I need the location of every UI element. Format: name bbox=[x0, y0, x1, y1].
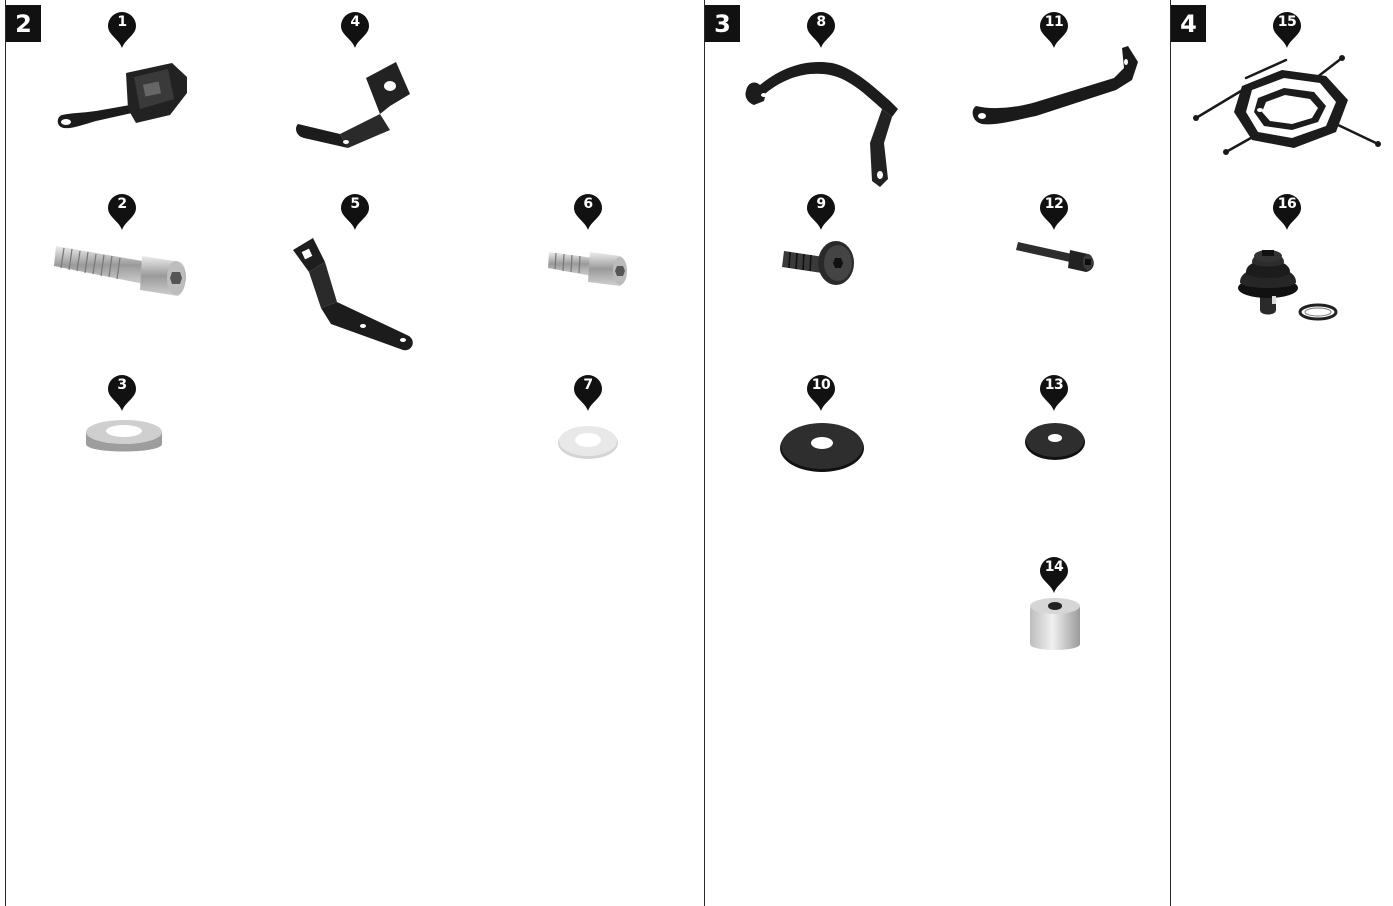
part-number: 5 bbox=[350, 196, 360, 212]
part-marker-15: 15 bbox=[1272, 11, 1302, 49]
part-marker-4: 4 bbox=[340, 11, 370, 49]
bracket-part-4 bbox=[296, 62, 410, 148]
part-marker-14: 14 bbox=[1039, 556, 1069, 594]
bracket-part-8 bbox=[745, 61, 898, 187]
spacer-part-14 bbox=[1030, 598, 1080, 650]
part-number: 2 bbox=[117, 196, 127, 212]
bolt-part-12 bbox=[1016, 242, 1094, 272]
bracket-part-1 bbox=[57, 63, 187, 129]
bracket-part-5 bbox=[293, 238, 413, 351]
part-marker-12: 12 bbox=[1039, 193, 1069, 231]
part-marker-8: 8 bbox=[806, 11, 836, 49]
part-number: 10 bbox=[811, 377, 831, 393]
part-marker-6: 6 bbox=[573, 193, 603, 231]
part-marker-9: 9 bbox=[806, 193, 836, 231]
step-badge-2: 2 bbox=[6, 5, 41, 42]
part-number: 14 bbox=[1044, 559, 1064, 575]
part-marker-11: 11 bbox=[1039, 11, 1069, 49]
washer-part-10 bbox=[780, 423, 864, 472]
part-number: 11 bbox=[1044, 14, 1064, 30]
part-number: 3 bbox=[117, 377, 127, 393]
bracket-part-11 bbox=[972, 46, 1138, 125]
frame-part-15 bbox=[1193, 55, 1381, 155]
part-number: 8 bbox=[816, 14, 826, 30]
section-divider-step4 bbox=[1170, 0, 1171, 906]
knob-part-16 bbox=[1238, 250, 1338, 321]
part-number: 6 bbox=[583, 196, 593, 212]
step-badge-4: 4 bbox=[1171, 5, 1206, 42]
bolt-part-6 bbox=[548, 252, 627, 286]
bolt-part-2 bbox=[54, 246, 186, 296]
step-badge-3: 3 bbox=[705, 5, 740, 42]
part-number: 12 bbox=[1044, 196, 1064, 212]
part-marker-7: 7 bbox=[573, 374, 603, 412]
part-number: 15 bbox=[1277, 14, 1297, 30]
section-divider-step3 bbox=[704, 0, 705, 906]
part-number: 9 bbox=[816, 196, 826, 212]
bolt-part-9 bbox=[782, 241, 854, 285]
section-divider-left bbox=[5, 0, 6, 906]
part-number: 1 bbox=[117, 14, 127, 30]
part-marker-13: 13 bbox=[1039, 374, 1069, 412]
washer-part-7 bbox=[558, 426, 618, 459]
part-marker-10: 10 bbox=[806, 374, 836, 412]
part-number: 7 bbox=[583, 377, 593, 393]
part-number: 4 bbox=[350, 14, 360, 30]
part-marker-16: 16 bbox=[1272, 193, 1302, 231]
spacer-ring-part-3 bbox=[86, 420, 162, 452]
part-marker-1: 1 bbox=[107, 11, 137, 49]
part-number: 16 bbox=[1277, 196, 1297, 212]
washer-part-13 bbox=[1025, 423, 1085, 460]
part-marker-5: 5 bbox=[340, 193, 370, 231]
part-number: 13 bbox=[1044, 377, 1064, 393]
part-marker-3: 3 bbox=[107, 374, 137, 412]
part-marker-2: 2 bbox=[107, 193, 137, 231]
